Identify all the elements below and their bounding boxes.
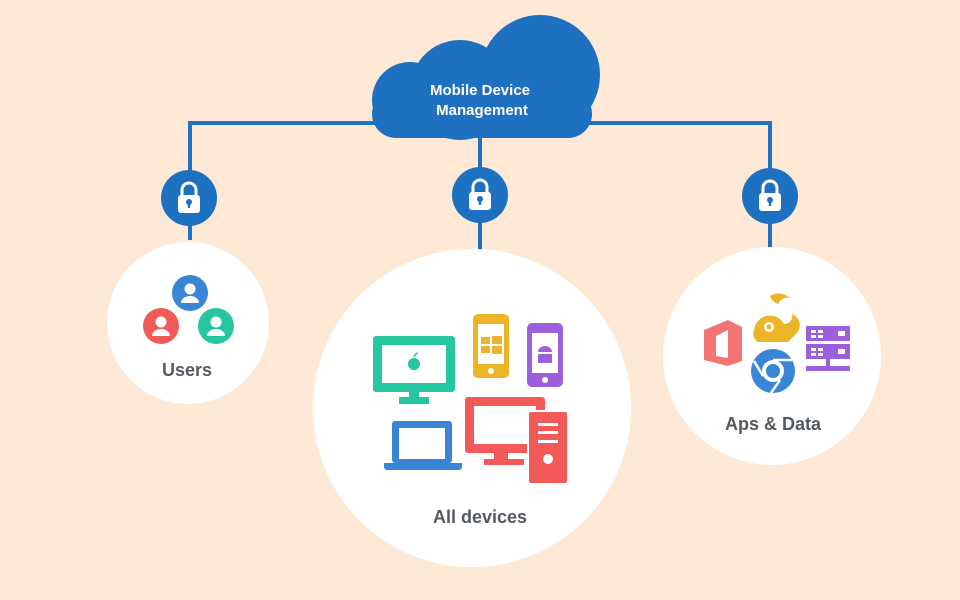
- all-devices-label: All devices: [433, 507, 527, 527]
- cloud-icon: [372, 15, 600, 140]
- server-icon: [806, 326, 850, 371]
- desktop-tower-icon: [465, 397, 569, 485]
- users-label: Users: [162, 360, 212, 380]
- cloud-title-line1: Mobile Device: [430, 82, 530, 99]
- office-icon: [704, 320, 742, 366]
- windows-phone-icon: [473, 314, 509, 378]
- uc-browser-icon: [753, 293, 800, 342]
- apple-monitor-icon: [373, 336, 455, 404]
- users-node: [107, 242, 269, 404]
- chrome-icon: [751, 349, 795, 394]
- lock-icon: [742, 168, 798, 224]
- android-phone-icon: [527, 323, 563, 387]
- laptop-icon: [384, 421, 462, 470]
- lock-icon: [452, 167, 508, 223]
- apps-data-label: Aps & Data: [725, 414, 822, 434]
- users-icon: [143, 275, 234, 344]
- cloud-title-line2: Management: [436, 102, 528, 119]
- lock-icon: [161, 170, 217, 226]
